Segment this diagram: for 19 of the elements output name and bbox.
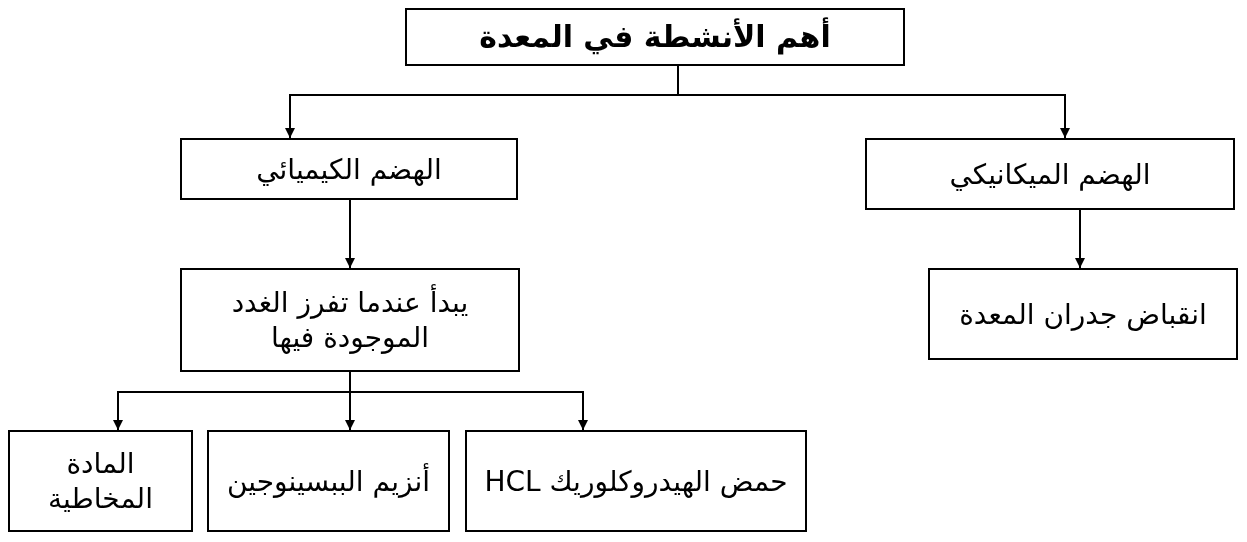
text-box [180, 268, 520, 372]
node-text: الهضم الكيميائي [256, 151, 442, 187]
node-text: الهضم الميكانيكي [949, 156, 1151, 192]
node-text: أنزيم الببسينوجين [227, 463, 430, 499]
text-box [405, 8, 905, 66]
node-text: يبدأ عندما تفرز الغدد الموجودة فيها [230, 285, 470, 355]
node-text: المادة المخاطية [47, 446, 154, 516]
text-box [180, 138, 518, 200]
arrow [113, 371, 351, 431]
arrow [1075, 209, 1085, 269]
node-text: انقباض جدران المعدة [959, 296, 1207, 332]
title-text: أهم الأنشطة في المعدة [479, 18, 831, 56]
node-text: حمض الهيدروكلوريك HCL [484, 463, 788, 499]
text-box [928, 268, 1238, 360]
text-box [465, 430, 807, 532]
text-box [8, 430, 193, 532]
text-box [207, 430, 450, 532]
arrow [345, 199, 355, 269]
text-box [865, 138, 1235, 210]
